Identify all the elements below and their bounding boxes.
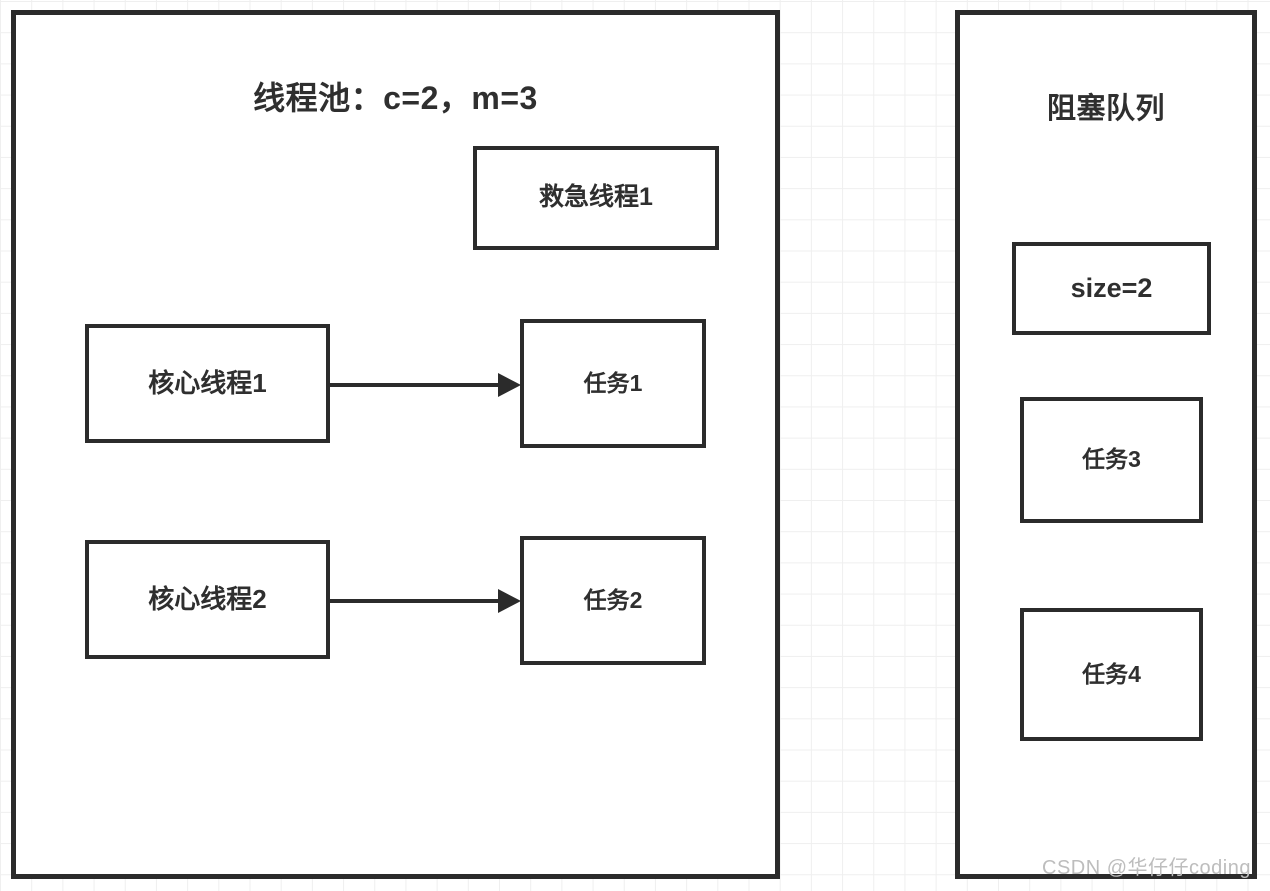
arrow-core-thread-2-to-task-2: [327, 589, 521, 613]
task-1-box: 任务1: [520, 319, 706, 448]
core-thread-2-box: 核心线程2: [85, 540, 330, 659]
rescue-thread-1-box: 救急线程1: [473, 146, 719, 250]
core-thread-1-box: 核心线程1: [85, 324, 330, 443]
task-2-box: 任务2: [520, 536, 706, 665]
csdn-watermark: CSDN @华仔仔coding: [1042, 857, 1251, 879]
queue-task-4-box: 任务4: [1020, 608, 1203, 741]
thread-pool-title: 线程池：c=2，m=3: [253, 80, 538, 116]
blocking-queue-title: 阻塞队列: [1046, 93, 1165, 125]
queue-task-3-box: 任务3: [1020, 397, 1203, 523]
queue-size-box: size=2: [1012, 242, 1211, 335]
arrow-core-thread-1-to-task-1: [327, 373, 521, 397]
